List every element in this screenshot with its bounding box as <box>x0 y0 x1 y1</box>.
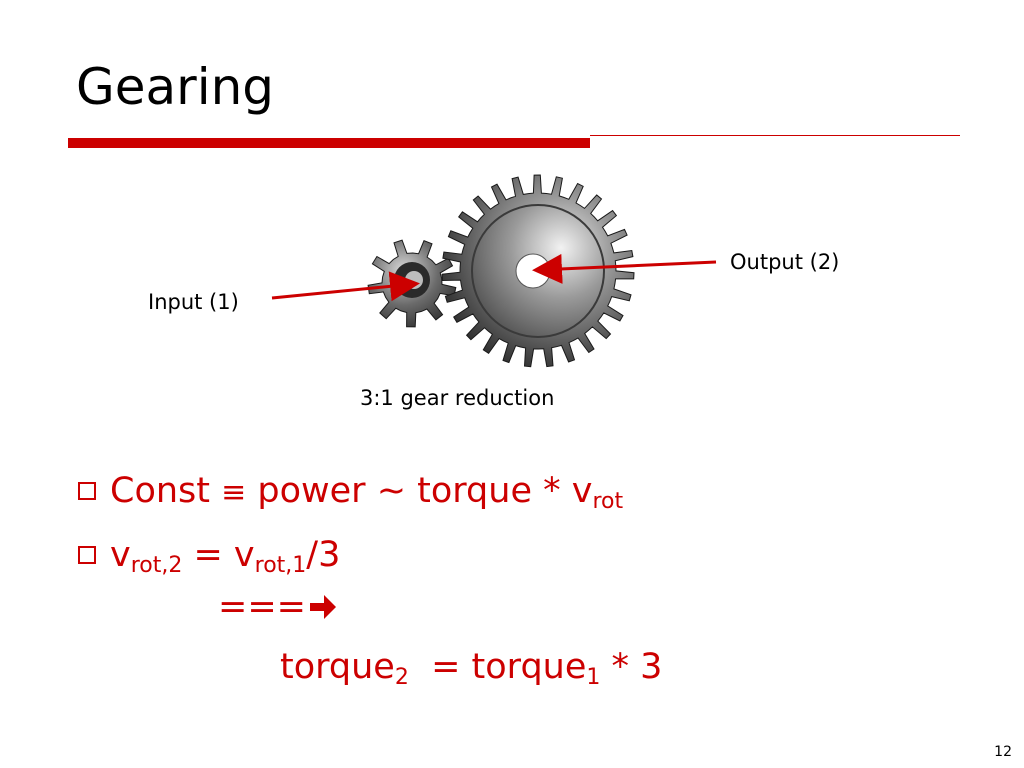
bullet-text: Const <box>110 471 222 511</box>
right-arrow-icon <box>309 595 336 619</box>
bullet-velocity: vrot,2 = vrot,1/3 <box>78 535 341 577</box>
bullet-square-icon <box>78 546 96 564</box>
title-underline-thin <box>590 135 960 136</box>
subscript: rot <box>592 489 624 514</box>
output-arrow <box>532 253 717 284</box>
bullet-text: power ~ torque * v <box>246 471 593 511</box>
implies-line: === <box>218 590 338 625</box>
subscript: rot,2 <box>130 553 183 578</box>
bullet-text: /3 <box>306 535 341 575</box>
input-arrow <box>271 271 420 302</box>
title-underline-thick <box>68 138 590 148</box>
equiv-symbol: ≡ <box>221 475 247 510</box>
output-gear-rim <box>471 204 605 338</box>
output-label: Output (2) <box>730 250 840 274</box>
gears-illustration <box>271 174 717 368</box>
implies-text: === <box>218 587 306 627</box>
subscript: 1 <box>586 665 601 690</box>
slide-title: Gearing <box>76 58 275 116</box>
subscript: rot,1 <box>254 553 307 578</box>
bullet-text: = v <box>182 535 255 575</box>
bullet-const-power: Const ≡ power ~ torque * vrot <box>78 471 623 513</box>
figure-caption: 3:1 gear reduction <box>360 386 555 410</box>
page-number: 12 <box>994 744 1012 760</box>
input-label: Input (1) <box>148 290 239 314</box>
result-mid: = torque <box>408 647 587 687</box>
input-gear-bore <box>405 271 423 289</box>
torque-result: torque2 = torque1 * 3 <box>280 647 663 689</box>
bullet-text: v <box>110 535 131 575</box>
result-rhs: * 3 <box>600 647 663 687</box>
result-lhs: torque <box>280 647 395 687</box>
subscript: 2 <box>394 665 409 690</box>
bullet-square-icon <box>78 482 96 500</box>
